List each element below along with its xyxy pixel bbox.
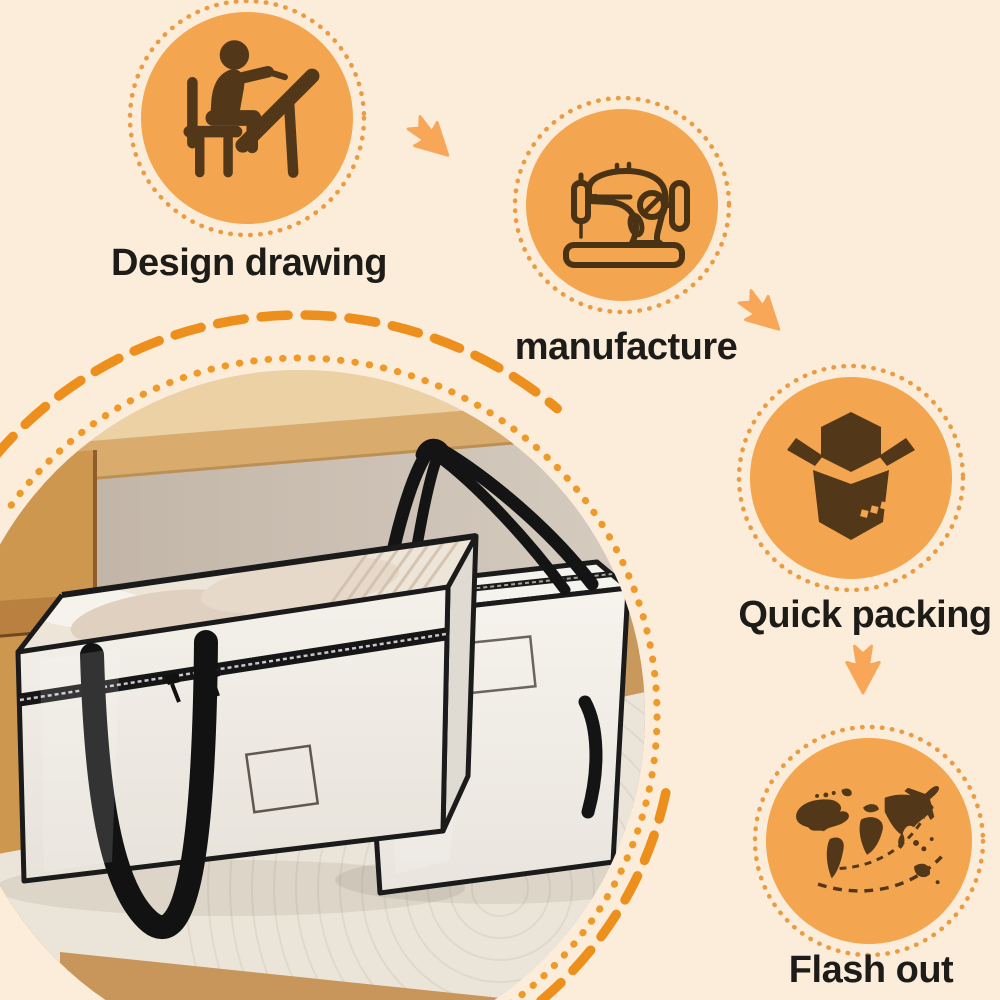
photo-wood-floor xyxy=(60,952,520,1000)
bag-front-handle xyxy=(80,630,218,939)
step-label-design: Design drawing xyxy=(111,242,387,284)
dashed-arc-top xyxy=(0,310,562,458)
step-label-manufacture: manufacture xyxy=(514,326,738,368)
arrow-3-icon xyxy=(845,644,881,695)
storage-bag-front xyxy=(15,533,479,939)
arrow-2-icon xyxy=(737,289,781,331)
step-badge-design xyxy=(127,0,367,238)
step-label-packing: Quick packing xyxy=(738,594,992,636)
step-badge-shipping xyxy=(752,724,986,958)
designer-drawing-icon xyxy=(183,40,320,178)
step-badge-packing xyxy=(736,363,966,593)
global-shipping-icon xyxy=(796,785,943,893)
photo-desk-board xyxy=(0,396,645,490)
airplane-icon xyxy=(901,785,940,822)
arrow-1-icon xyxy=(406,115,450,157)
badge-circle xyxy=(750,377,952,579)
dashed-arc-bottom-right xyxy=(534,788,671,1000)
dotted-ring xyxy=(752,724,986,958)
dotted-arc xyxy=(7,354,661,1000)
step-label-shipping: Flash out xyxy=(788,949,954,991)
dotted-ring xyxy=(127,0,367,238)
bag-side-handle xyxy=(578,695,603,819)
packing-box-icon xyxy=(787,412,915,540)
dotted-ring xyxy=(736,363,966,593)
step-badge-manufacture xyxy=(512,95,732,315)
dotted-ring xyxy=(512,95,732,315)
sewing-machine-icon xyxy=(563,161,690,268)
